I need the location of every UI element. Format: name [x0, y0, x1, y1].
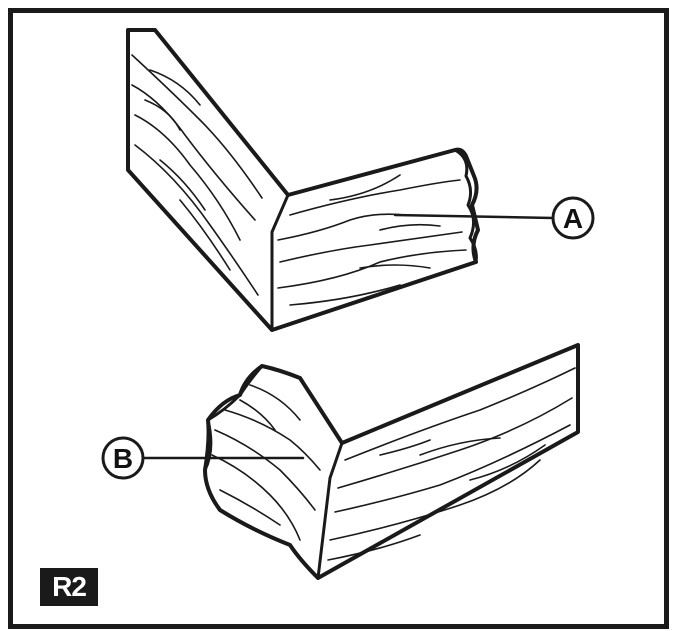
lower-right-board-grain — [327, 367, 576, 561]
upper-left-board-grain — [131, 54, 263, 296]
callout-a-leader-line — [393, 213, 555, 220]
figure-label-badge: R2 — [40, 568, 98, 606]
lower-joint-end-edge — [203, 364, 264, 472]
lower-joint-mitre-line — [316, 441, 344, 580]
callout-a — [393, 196, 595, 240]
callout-b — [101, 436, 305, 480]
callout-b-label: B — [113, 443, 133, 474]
callout-a-label: A — [563, 203, 583, 234]
lower-left-board-grain — [211, 384, 321, 541]
callout-b-circle — [101, 436, 145, 480]
lower-corner-joint — [203, 343, 580, 580]
upper-corner-joint — [126, 28, 480, 332]
figure-frame — [8, 8, 669, 629]
upper-joint-end-edge — [453, 148, 478, 264]
upper-right-board-grain — [277, 174, 467, 306]
lower-joint-outline — [203, 343, 580, 580]
callout-a-circle — [551, 196, 595, 240]
upper-joint-outline — [126, 28, 480, 332]
upper-joint-mitre-line — [270, 193, 290, 332]
